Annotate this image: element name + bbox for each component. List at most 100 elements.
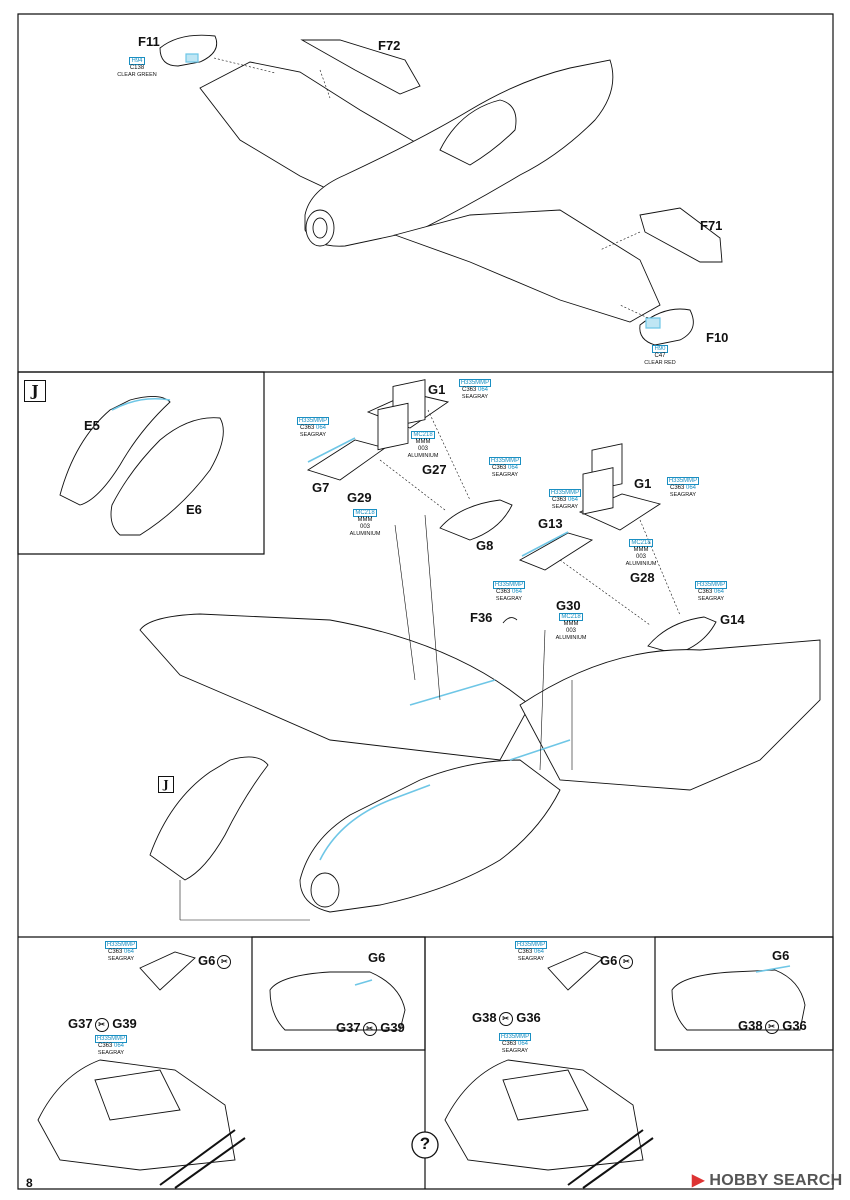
label-bl-detail-g37-g39: G37✂ G39 (336, 1020, 405, 1036)
label-bl-g6: G6✂ (198, 953, 232, 969)
watermark: ▶ HOBBY SEARCH (692, 1172, 843, 1189)
part-f36 (503, 618, 517, 623)
label-g8: G8 (476, 538, 494, 553)
part-g30 (583, 468, 613, 514)
part-g29 (378, 403, 408, 449)
callout-bl-g6: H335MMP C363 064 SEAGRAY (104, 941, 138, 962)
label-g14: G14 (720, 612, 745, 627)
label-bl-detail-g6: G6 (368, 950, 386, 965)
part-f72 (302, 40, 420, 94)
clear-red-lens (646, 318, 660, 328)
label-br-detail-g38-g36: G38✂ G36 (738, 1018, 807, 1034)
label-g30: G30 (556, 598, 581, 613)
callout-f10: H90 C47 CLEAR RED (644, 345, 676, 366)
label-g1a: G1 (428, 382, 446, 397)
detail-marker-j: J (158, 776, 174, 793)
bottom-right-parts (445, 952, 805, 1170)
callout-br-g6: H335MMP C363 064 SEAGRAY (514, 941, 548, 962)
br-part-g6 (548, 952, 603, 990)
step-marker-j: J (24, 380, 46, 402)
inset-box-j (18, 372, 264, 554)
label-f71: F71 (700, 218, 723, 233)
part-e6 (111, 418, 223, 535)
callout-f36: H335MMP C363 064 SEAGRAY (492, 581, 526, 602)
label-br-g38-g36: G38✂ G36 (472, 1010, 541, 1026)
label-bl-g37-g39: G37✂ G39 (68, 1016, 137, 1032)
part-g14 (648, 617, 716, 654)
right-wing (395, 210, 660, 322)
detail-box-left (252, 937, 425, 1050)
clear-green-lens (186, 54, 198, 62)
inset-j-parts (60, 396, 223, 535)
label-g29: G29 (347, 490, 372, 505)
label-e6: E6 (186, 502, 202, 517)
label-br-g6: G6✂ (600, 953, 634, 969)
part-g7 (308, 440, 385, 480)
callout-g14: H335MMP C363 064 SEAGRAY (694, 581, 728, 602)
callout-g7: H335MMP C363 064 SEAGRAY (296, 417, 330, 438)
bl-part-g6 (140, 952, 195, 990)
main-wing-right (520, 640, 820, 790)
main-fuselage (300, 760, 560, 912)
callout-f11: H94 C138 CLEAR GREEN (117, 57, 157, 78)
callout-g1b: H335MMP C363 064 SEAGRAY (666, 477, 700, 498)
page-number: 8 (26, 1176, 33, 1190)
part-g13 (520, 533, 592, 570)
canopy-area (440, 100, 516, 165)
callout-g1a: H335MMP C363 064 SEAGRAY (458, 379, 492, 400)
label-f10: F10 (706, 330, 729, 345)
part-f71 (640, 208, 722, 262)
cement-icon: ✂ (94, 1017, 109, 1032)
inset-j-paint (112, 399, 170, 410)
label-f36: F36 (470, 610, 493, 625)
br-detail-paint (756, 966, 790, 972)
label-e5: E5 (84, 418, 100, 433)
label-br-detail-g6: G6 (772, 948, 790, 963)
main-j-dashed (380, 410, 680, 625)
br-detail-body (672, 970, 805, 1030)
main-nose-ring (311, 873, 339, 907)
part-g8 (440, 500, 512, 540)
label-f72: F72 (378, 38, 401, 53)
choice-mark: ? (419, 1134, 431, 1153)
label-g28: G28 (630, 570, 655, 585)
br-hatch (503, 1070, 588, 1120)
main-wing-left (140, 614, 530, 760)
nose-spinner-hole (313, 218, 327, 238)
bl-detail-body (270, 972, 405, 1030)
bl-stripes (160, 1130, 245, 1188)
bl-detail-paint (355, 980, 372, 985)
main-j-parts (140, 380, 820, 912)
detail-cowling (150, 757, 268, 880)
label-g7: G7 (312, 480, 330, 495)
bottom-left-parts (38, 952, 405, 1170)
callout-br-g38: H335MMP C363 064 SEAGRAY (498, 1033, 532, 1054)
br-stripes (568, 1130, 653, 1188)
detail-box-right (655, 937, 833, 1050)
hobby-search-logo-icon: ▶ (692, 1172, 705, 1189)
part-f11 (160, 35, 217, 66)
cement-icon: ✂ (764, 1019, 779, 1034)
callout-g13: H335MMP C363 064 SEAGRAY (548, 489, 582, 510)
bl-hatch (95, 1070, 180, 1120)
choice-circle (412, 1132, 438, 1158)
cement-icon: ✂ (217, 954, 232, 969)
label-g13: G13 (538, 516, 563, 531)
cement-icon: ✂ (362, 1021, 377, 1036)
cement-icon: ✂ (619, 954, 634, 969)
part-e5 (60, 396, 170, 505)
top-clear-parts (186, 54, 660, 328)
label-f11: F11 (138, 34, 160, 49)
top-guide-lines (214, 58, 648, 318)
cement-icon: ✂ (498, 1011, 513, 1026)
label-g27: G27 (422, 462, 447, 477)
main-j-paint (308, 438, 570, 860)
callout-g8: H335MMP C363 064 SEAGRAY (488, 457, 522, 478)
callout-bl-g37: H335MMP C363 064 SEAGRAY (94, 1035, 128, 1056)
